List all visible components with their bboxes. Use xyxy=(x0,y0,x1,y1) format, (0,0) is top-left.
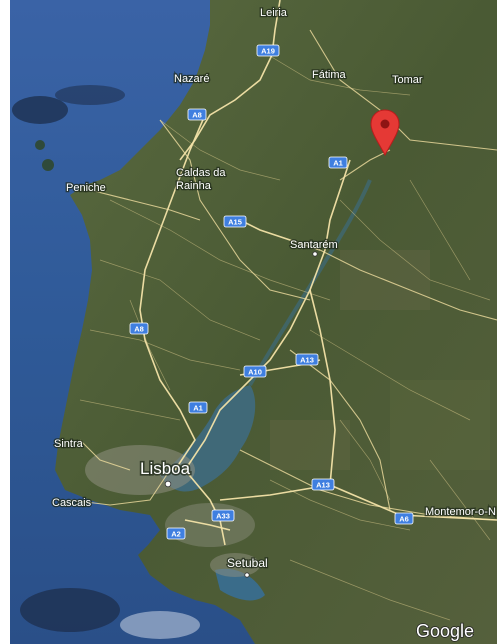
map-canvas[interactable]: A19 A8 A1 A15 A8 A13 A10 A1 xyxy=(10,0,497,644)
sado-estuary xyxy=(215,568,265,601)
highway-shield-a10: A10 xyxy=(243,365,267,378)
setubal-dot xyxy=(244,572,250,578)
svg-text:A13: A13 xyxy=(300,356,314,365)
svg-text:A19: A19 xyxy=(261,47,275,56)
label-santarem[interactable]: Santarém xyxy=(289,238,339,253)
setubal-urban-area xyxy=(210,553,260,577)
svg-text:A15: A15 xyxy=(228,218,242,227)
label-caldas-line-2: Rainha xyxy=(176,180,212,192)
main-roads xyxy=(69,29,497,521)
label-fatima[interactable]: Fátima xyxy=(311,68,348,83)
label-montemor[interactable]: Montemor-o-N xyxy=(424,505,497,520)
cloud-shadow xyxy=(55,85,125,105)
svg-text:A8: A8 xyxy=(134,325,144,334)
highway-shield-a1-north: A1 xyxy=(328,156,348,169)
highway-shield-a1-south: A1 xyxy=(188,401,208,414)
svg-text:A33: A33 xyxy=(216,512,230,521)
cloud xyxy=(120,611,200,639)
label-lisboa[interactable]: Lisboa xyxy=(138,457,192,479)
svg-text:A10: A10 xyxy=(248,368,262,377)
label-peniche[interactable]: Peniche xyxy=(65,181,107,196)
island xyxy=(35,140,45,150)
island xyxy=(42,159,54,171)
santarem-dot xyxy=(312,251,318,257)
svg-text:A1: A1 xyxy=(333,159,343,168)
svg-text:A1: A1 xyxy=(193,404,203,413)
label-setubal[interactable]: Setubal xyxy=(226,555,269,572)
motorways xyxy=(139,0,497,546)
label-sintra[interactable]: Sintra xyxy=(53,437,85,452)
highway-shield-a13-south: A13 xyxy=(311,478,335,491)
satellite-map[interactable]: A19 A8 A1 A15 A8 A13 A10 A1 xyxy=(10,0,497,644)
label-cascais[interactable]: Cascais xyxy=(51,496,93,511)
cloud-shadow xyxy=(12,96,68,124)
highway-shield-a2: A2 xyxy=(166,527,186,540)
label-caldas-da-rainha[interactable]: Caldas da Rainha xyxy=(175,166,229,194)
minor-roads xyxy=(79,49,491,621)
label-caldas-line-1: Caldas da xyxy=(176,167,226,179)
label-nazare[interactable]: Nazaré xyxy=(173,72,211,87)
fields xyxy=(390,380,490,470)
fields xyxy=(270,420,350,470)
highway-shield-a8-north: A8 xyxy=(187,108,207,121)
label-tomar[interactable]: Tomar xyxy=(391,73,424,88)
svg-text:A6: A6 xyxy=(399,515,409,524)
highway-shield-a8-south: A8 xyxy=(129,322,149,335)
location-pin-icon[interactable] xyxy=(370,109,400,157)
google-logo: Google xyxy=(416,621,474,641)
highway-shield-a33: A33 xyxy=(211,509,235,522)
svg-text:A8: A8 xyxy=(192,111,202,120)
svg-text:A13: A13 xyxy=(316,481,330,490)
svg-text:A2: A2 xyxy=(171,530,181,539)
highway-shield-a6: A6 xyxy=(394,512,414,525)
tagus-river xyxy=(248,179,372,386)
highway-shield-a19: A19 xyxy=(256,44,280,57)
lisboa-dot xyxy=(164,480,172,488)
cloud-shadow xyxy=(20,588,120,632)
label-leiria[interactable]: Leiria xyxy=(259,6,289,21)
highway-shield-a15: A15 xyxy=(223,215,247,228)
highway-shield-a13-north: A13 xyxy=(295,353,319,366)
